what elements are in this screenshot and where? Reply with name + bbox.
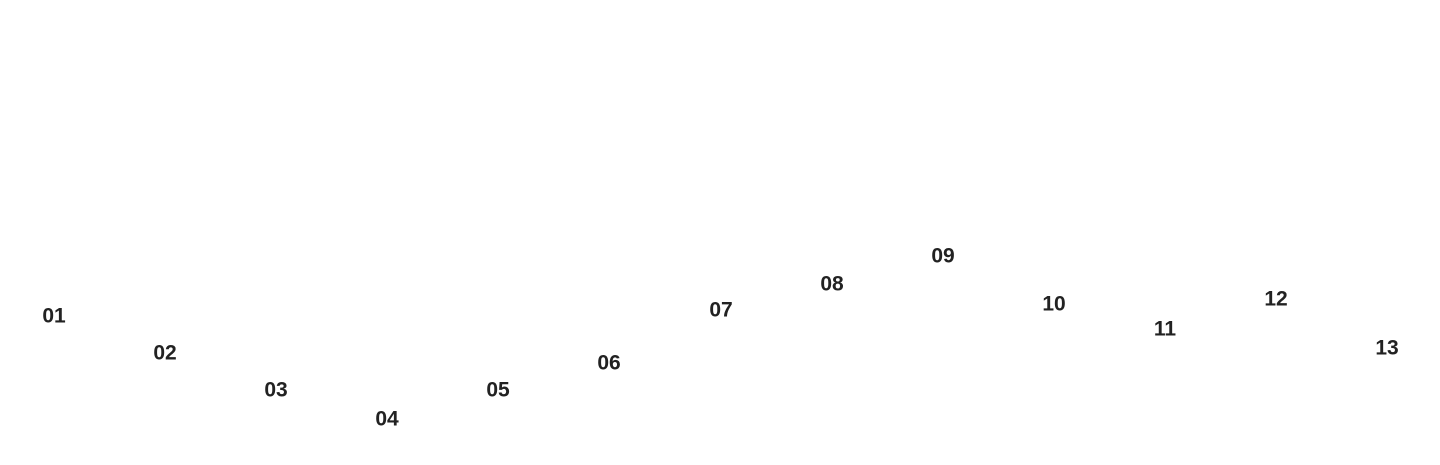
number-label-08: 08 bbox=[820, 272, 844, 296]
number-label-03: 03 bbox=[264, 378, 288, 402]
number-label-09: 09 bbox=[931, 244, 955, 268]
number-label-11: 11 bbox=[1153, 317, 1177, 341]
number-label-12: 12 bbox=[1264, 287, 1288, 311]
number-label-06: 06 bbox=[597, 351, 621, 375]
number-label-01: 01 bbox=[42, 304, 66, 328]
number-label-07: 07 bbox=[709, 298, 733, 322]
number-label-13: 13 bbox=[1375, 336, 1399, 360]
number-label-05: 05 bbox=[486, 378, 510, 402]
number-label-02: 02 bbox=[153, 341, 177, 365]
number-label-04: 04 bbox=[375, 407, 399, 431]
number-label-10: 10 bbox=[1042, 292, 1066, 316]
